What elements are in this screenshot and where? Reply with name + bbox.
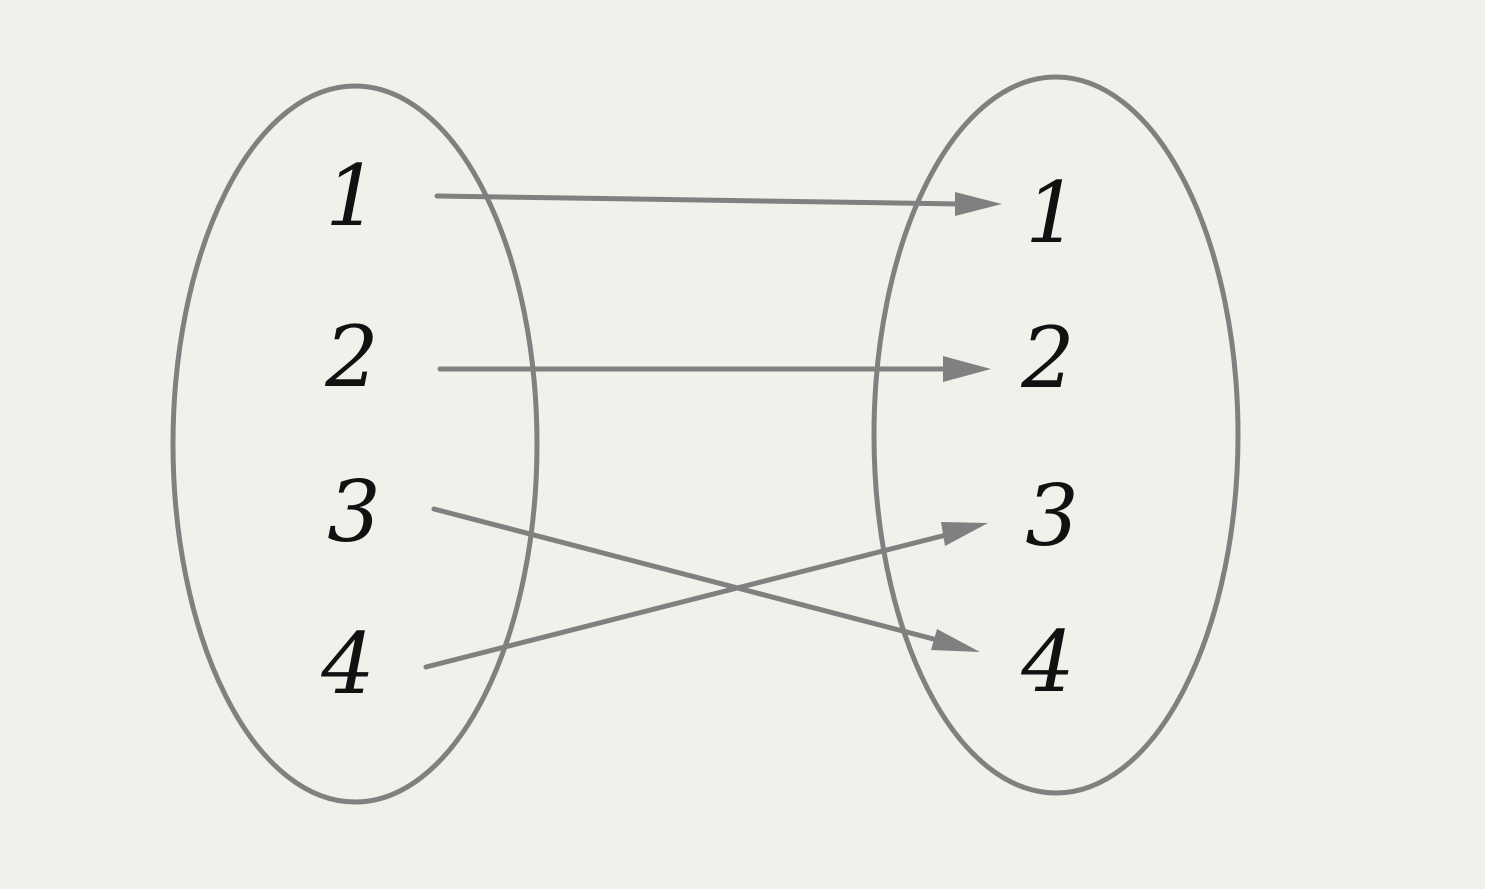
arrow-3-to-4 [431, 506, 980, 652]
arrow-2-to-2 [437, 356, 991, 382]
domain-element-4: 4 [320, 615, 374, 713]
domain-element-3: 3 [327, 463, 380, 561]
domain-labels: 1 2 3 4 [320, 147, 380, 713]
codomain-set-oval [871, 74, 1241, 796]
domain-element-1: 1 [325, 147, 378, 245]
arrow-1-to-1 [434, 192, 1002, 216]
arrow-4-to-3 [423, 522, 988, 670]
codomain-element-1: 1 [1025, 164, 1078, 262]
domain-set-oval [170, 83, 540, 805]
arrows [423, 192, 1002, 670]
codomain-element-4: 4 [1020, 613, 1074, 711]
codomain-element-3: 3 [1025, 467, 1078, 565]
codomain-labels: 1 2 3 4 [1020, 164, 1078, 711]
domain-element-2: 2 [324, 308, 378, 406]
codomain-element-2: 2 [1020, 309, 1074, 407]
